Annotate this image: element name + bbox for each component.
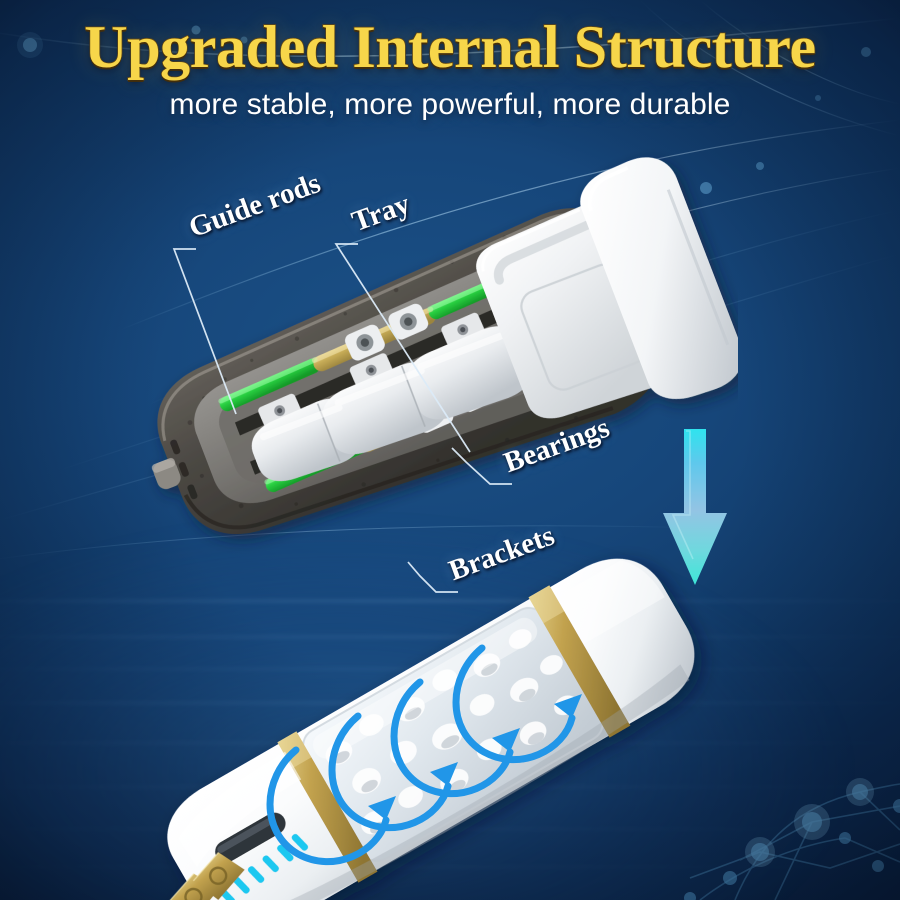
page-subtitle: more stable, more powerful, more durable: [169, 88, 731, 121]
gold-band-right: [528, 585, 631, 738]
end-cap: [580, 157, 738, 399]
page-title: Upgraded Internal Structure: [83, 14, 816, 80]
end-nub: [151, 458, 181, 490]
rotation-spiral-arrows: [266, 644, 576, 866]
product-bottom-assembled: [167, 558, 695, 900]
down-arrow-icon: [663, 429, 727, 585]
vent-slots: [170, 439, 198, 500]
spiral-arrowheads: [368, 694, 582, 820]
brand-logo-emblem: [168, 851, 245, 900]
gold-band-left: [277, 731, 378, 883]
